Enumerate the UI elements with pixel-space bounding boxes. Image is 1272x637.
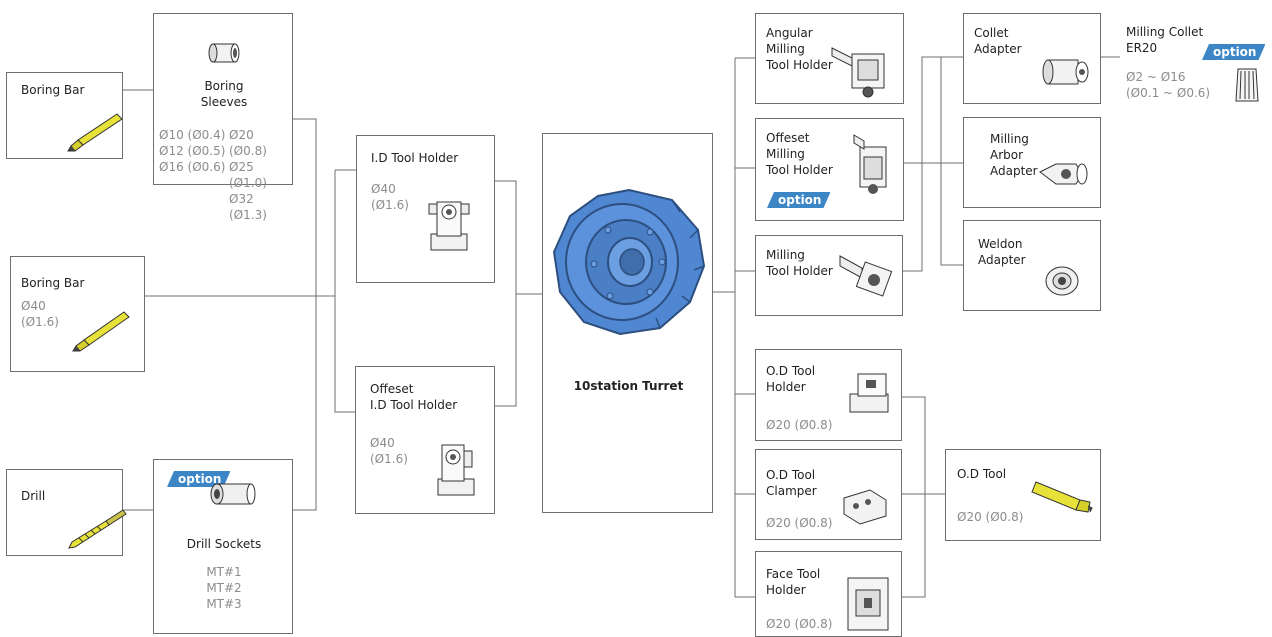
weldon-adapter-icon: [1045, 266, 1079, 296]
od-tool-clamper-label: O.D Tool Clamper: [766, 468, 817, 498]
od-tool-box[interactable]: O.D Tool Ø20 (Ø0.8): [945, 449, 1101, 541]
drill-sockets-label: Drill Sockets: [186, 537, 262, 551]
boring-sleeves-box[interactable]: Boring Sleeves Ø10 (Ø0.4) Ø12 (Ø0.5) Ø16…: [153, 13, 293, 222]
milling-arbor-adapter-box[interactable]: Milling Arbor Adapter: [963, 117, 1101, 208]
od-tool-holder-label: O.D Tool Holder: [766, 364, 816, 394]
milling-holder-icon: [839, 255, 893, 297]
od-tool-holder-box[interactable]: O.D Tool Holder Ø20 (Ø0.8): [755, 349, 902, 441]
turret-icon: [552, 188, 706, 336]
face-holder-icon: [847, 577, 889, 631]
milling-collet-spec: Ø2 ~ Ø16 (Ø0.1 ~ Ø0.6): [1126, 70, 1211, 100]
offset-milling-holder-box[interactable]: Offeset Milling Tool Holder option: [755, 118, 904, 221]
offset-id-tool-holder-box[interactable]: Offeset I.D Tool Holder Ø40 (Ø1.6): [355, 366, 495, 514]
offset-milling-icon: [853, 134, 887, 194]
collet-adapter-icon: [1042, 59, 1089, 85]
drill-socket-icon: [210, 483, 256, 505]
collet-icon: [1235, 68, 1259, 102]
weldon-adapter-box[interactable]: Weldon Adapter: [963, 220, 1101, 311]
od-clamper-icon: [843, 489, 887, 525]
drill-label: Drill: [21, 489, 46, 503]
milling-tool-holder-box[interactable]: Milling Tool Holder: [755, 235, 903, 316]
offset-id-tool-holder-spec: Ø40 (Ø1.6): [370, 436, 408, 466]
od-tool-icon: [1031, 481, 1093, 513]
turret-label: 10station Turret: [573, 379, 684, 393]
turret-box[interactable]: 10station Turret: [542, 133, 713, 513]
boring-bar-icon: [72, 311, 130, 352]
face-tool-holder-label: Face Tool Holder: [766, 567, 821, 597]
id-tool-holder-spec: Ø40 (Ø1.6): [371, 182, 409, 212]
boring-bar-label: Boring Bar: [21, 83, 85, 97]
boring-bar-spec: Ø40 (Ø1.6): [21, 299, 59, 329]
od-tool-clamper-box[interactable]: O.D Tool Clamper Ø20 (Ø0.8): [755, 449, 902, 540]
id-tool-holder-label: I.D Tool Holder: [371, 151, 459, 165]
milling-tool-holder-label: Milling Tool Holder: [766, 248, 833, 278]
od-tool-holder-spec: Ø20 (Ø0.8): [766, 418, 833, 432]
od-holder-icon: [849, 373, 889, 413]
offset-id-holder-icon: [437, 444, 475, 496]
boring-sleeves-spec-col1: Ø10 (Ø0.4) Ø12 (Ø0.5) Ø16 (Ø0.6): [159, 128, 226, 174]
boring-bar-box[interactable]: Boring Bar: [6, 72, 123, 159]
milling-arbor-adapter-label: Milling Arbor Adapter: [990, 132, 1038, 178]
drill-sockets-box[interactable]: option Drill Sockets MT#1 MT#2 MT#3: [153, 459, 293, 634]
weldon-adapter-label: Weldon Adapter: [978, 237, 1026, 267]
collet-adapter-box[interactable]: Collet Adapter: [963, 13, 1101, 104]
offset-milling-holder-label: Offeset Milling Tool Holder: [766, 131, 833, 177]
option-badge: option: [1202, 44, 1265, 60]
od-tool-spec: Ø20 (Ø0.8): [957, 510, 1024, 524]
id-holder-icon: [428, 201, 470, 251]
boring-bar-icon: [67, 113, 123, 152]
od-tool-clamper-spec: Ø20 (Ø0.8): [766, 516, 833, 530]
offset-id-tool-holder-label: Offeset I.D Tool Holder: [370, 382, 458, 412]
drill-sockets-spec: MT#1 MT#2 MT#3: [206, 565, 242, 611]
angular-holder-icon: [831, 47, 885, 98]
face-tool-holder-spec: Ø20 (Ø0.8): [766, 617, 833, 631]
angular-milling-holder-label: Angular Milling Tool Holder: [766, 26, 833, 72]
boring-bar-label-2: Boring Bar: [21, 276, 85, 290]
milling-collet-box: Milling Collet ER20 option Ø2 ~ Ø16 (Ø0.…: [1120, 13, 1266, 104]
face-tool-holder-box[interactable]: Face Tool Holder Ø20 (Ø0.8): [755, 551, 902, 637]
boring-sleeves-label: Boring Sleeves: [200, 79, 248, 109]
option-badge: option: [767, 192, 830, 208]
boring-sleeves-spec-col2: Ø20 (Ø0.8) Ø25 (Ø1.0) Ø32 (Ø1.3): [229, 128, 267, 222]
angular-milling-holder-box[interactable]: Angular Milling Tool Holder: [755, 13, 904, 104]
drill-box[interactable]: Drill: [6, 469, 127, 556]
boring-bar-box-2[interactable]: Boring Bar Ø40 (Ø1.6): [10, 256, 145, 372]
drill-icon: [68, 509, 127, 549]
collet-adapter-label: Collet Adapter: [974, 26, 1022, 56]
sleeve-icon: [208, 43, 240, 63]
arbor-adapter-icon: [1039, 163, 1088, 185]
option-badge: option: [167, 471, 230, 487]
milling-collet-label: Milling Collet ER20: [1126, 25, 1204, 55]
od-tool-label: O.D Tool: [957, 467, 1007, 481]
id-tool-holder-box[interactable]: I.D Tool Holder Ø40 (Ø1.6): [356, 135, 495, 283]
